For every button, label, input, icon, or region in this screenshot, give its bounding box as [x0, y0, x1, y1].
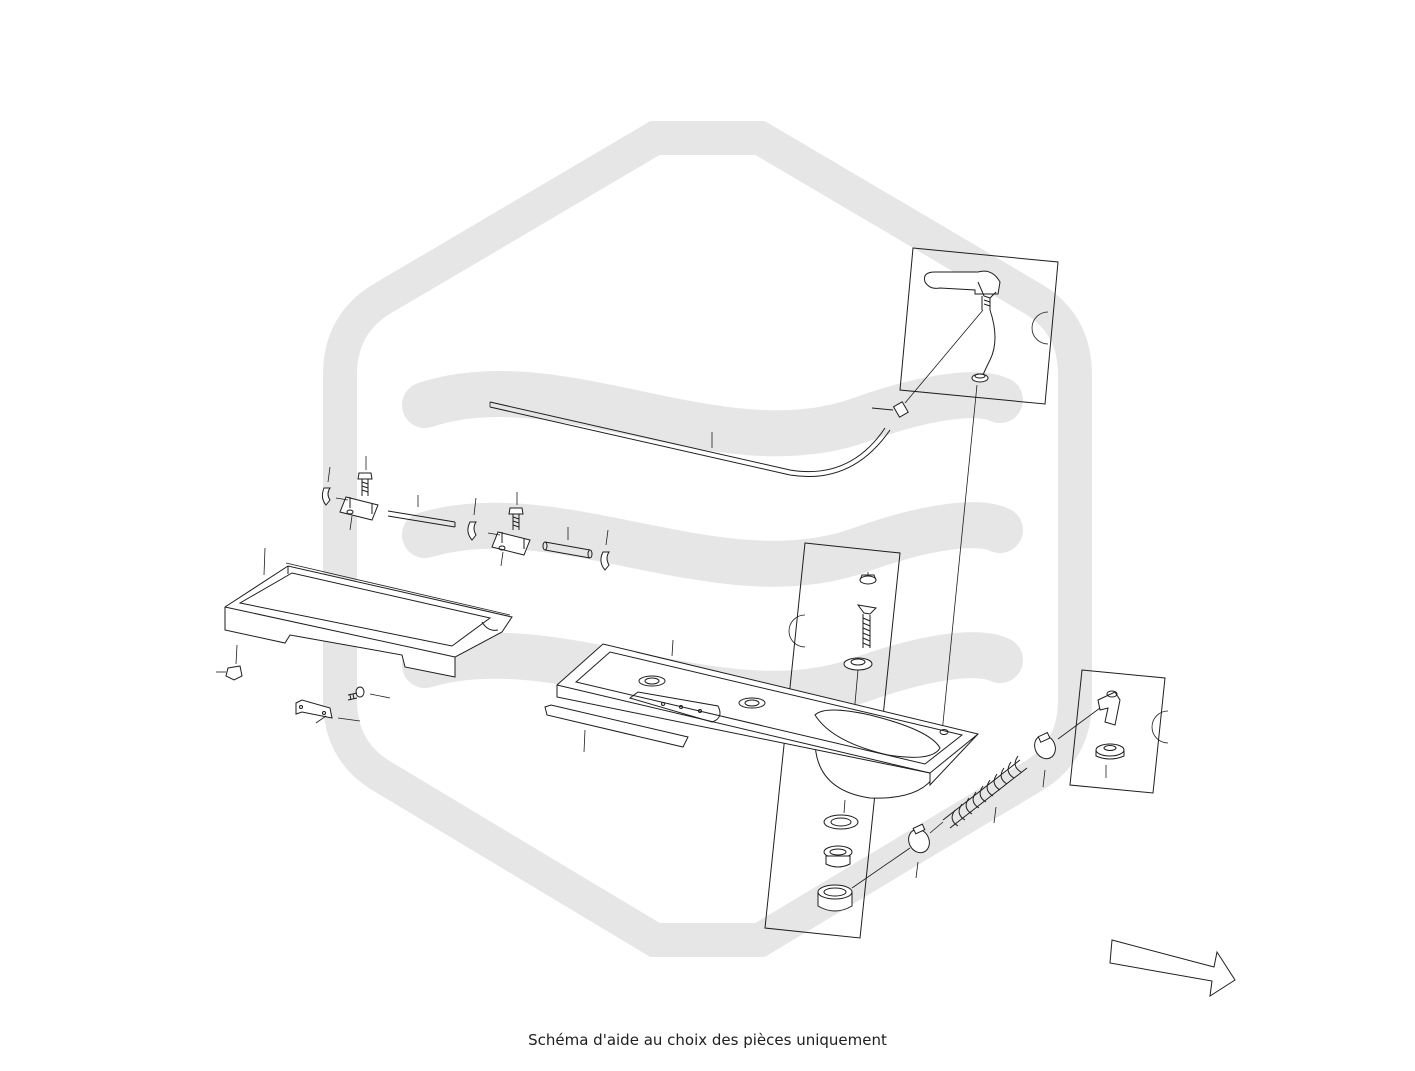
hinge-bracket-1 [335, 496, 379, 531]
sink-hole-1 [638, 675, 666, 687]
drain-washer [823, 799, 859, 830]
hose-nut [1095, 743, 1125, 778]
hinge-bracket-2 [487, 531, 531, 567]
hinge-rod-2 [542, 527, 593, 559]
faucet-cable [982, 309, 996, 376]
drain-screw [856, 604, 878, 648]
cover-frame [224, 547, 513, 678]
cable-connector [871, 401, 909, 418]
hose-clamp-2 [908, 823, 930, 879]
diagram-caption: Schéma d'aide au choix des pièces unique… [528, 1031, 887, 1049]
guide-line-faucet [941, 384, 978, 734]
sink-hole-2 [738, 697, 766, 709]
faucet-nut [971, 373, 989, 383]
drain-cap [859, 572, 877, 585]
sink-bowl [814, 709, 941, 758]
hose-elbow [1097, 690, 1121, 726]
arrow-right-outline-icon[interactable] [1109, 939, 1236, 998]
hinge-rod-1 [387, 495, 456, 528]
corrugated-hose [942, 755, 1028, 829]
faucet-lever [924, 270, 1001, 295]
watermark-hexagon-outline [323, 121, 1092, 957]
hinge-screw-2 [508, 492, 524, 530]
hinge-clip-3 [600, 551, 610, 571]
sink-edge-strip [544, 704, 689, 753]
drain-hose-assembly [851, 669, 1169, 889]
cover-knob [216, 644, 243, 681]
sink-panel [556, 639, 979, 799]
hose-clamp-1 [1034, 731, 1056, 788]
hinge-screw-1 [357, 456, 373, 496]
latch-assembly [295, 686, 391, 724]
faucet-detail-box [899, 247, 1059, 405]
hinge-clip-1 [321, 487, 331, 506]
drain-nut [817, 884, 853, 912]
watermark-wave-2 [402, 502, 1023, 587]
cable-long [489, 401, 886, 473]
drain-sleeve [823, 845, 853, 868]
hinge-assembly [321, 456, 610, 571]
latch-screw [347, 686, 391, 701]
cable-assembly [489, 309, 984, 478]
hinge-clip-2 [467, 521, 477, 541]
watermark-wave-1 [402, 370, 1023, 457]
